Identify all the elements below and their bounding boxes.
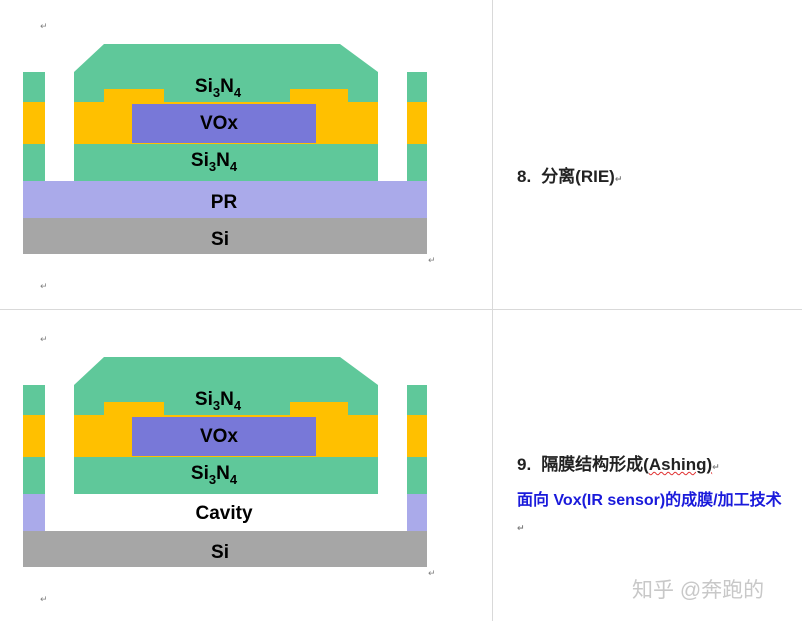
paragraph-mark: ↵ xyxy=(40,21,48,31)
substrate-si-layer xyxy=(23,218,427,254)
left-pillar xyxy=(23,72,45,181)
top-nitride-label: Si3N4 xyxy=(195,389,242,413)
paragraph-mark: ↵ xyxy=(40,281,48,291)
cavity-label: Cavity xyxy=(195,503,252,524)
paragraph-mark: ↵ xyxy=(517,523,525,533)
step-number: 8. xyxy=(517,167,532,186)
watermark: 知乎 @奔跑的 xyxy=(632,579,765,602)
paragraph-mark: ↵ xyxy=(40,594,48,604)
left-pillar xyxy=(23,385,45,531)
description-text: 面向 Vox(IR sensor)的成膜/加工技术↵ xyxy=(517,492,782,533)
right-pillar xyxy=(407,385,427,531)
diagram-step8: Si3N4 VOx Si3N4 PR Si xyxy=(23,44,427,254)
substrate-label: Si xyxy=(211,542,229,563)
top-nitride-label: Si3N4 xyxy=(195,76,242,100)
paragraph-mark: ↵ xyxy=(614,174,623,184)
table-divider-vertical xyxy=(492,0,493,621)
step8-caption: 8. 分离(RIE)↵ xyxy=(517,162,622,187)
mid-nitride-label: Si3N4 xyxy=(191,463,238,487)
membrane-stack xyxy=(74,44,378,181)
step-title-spellcheck: Ashing) xyxy=(648,455,713,474)
mid-nitride-label: Si3N4 xyxy=(191,150,238,174)
substrate-si-layer xyxy=(23,531,427,567)
step-title: 分离(RIE) xyxy=(541,167,615,186)
right-pillar xyxy=(407,72,427,181)
diagram-step9: Si3N4 VOx Si3N4 Cavity Si xyxy=(23,357,427,567)
step9-caption: 9. 隔膜结构形成(Ashing)↵ xyxy=(517,450,720,475)
vox-label: VOx xyxy=(200,113,238,134)
step-number: 9. xyxy=(517,455,532,474)
table-divider-horizontal xyxy=(0,309,802,310)
substrate-label: Si xyxy=(211,229,229,250)
paragraph-mark: ↵ xyxy=(428,568,436,578)
paragraph-mark: ↵ xyxy=(712,462,720,472)
step-title: 隔膜结构形成( xyxy=(541,455,649,474)
paragraph-mark: ↵ xyxy=(40,334,48,344)
pr-layer xyxy=(23,181,427,218)
pr-label: PR xyxy=(211,192,238,213)
vox-label: VOx xyxy=(200,426,238,447)
membrane-stack xyxy=(74,357,378,494)
paragraph-mark: ↵ xyxy=(428,255,436,265)
